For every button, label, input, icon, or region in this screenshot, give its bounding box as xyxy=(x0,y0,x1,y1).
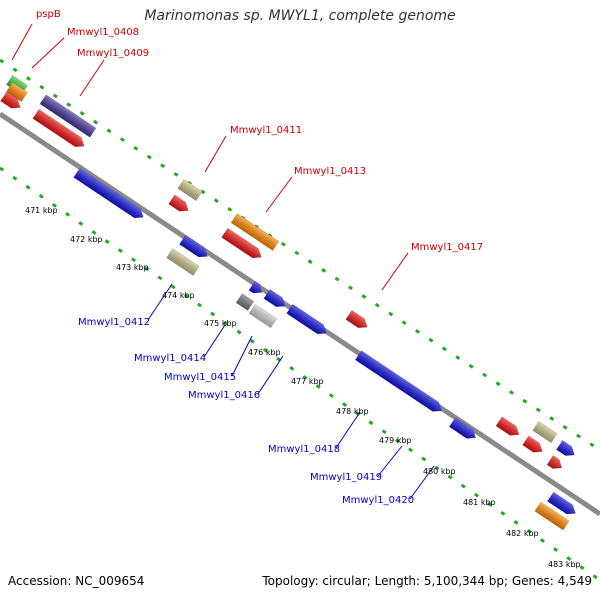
callout-line xyxy=(257,355,284,395)
gene-label[interactable]: Mmwyl1_0419 xyxy=(310,472,382,483)
gene-feature[interactable] xyxy=(532,420,558,444)
lower-dotted-track xyxy=(0,166,600,582)
callout-line xyxy=(231,335,253,377)
accession-text: Accession: NC_009654 xyxy=(8,574,145,588)
gene-feature[interactable] xyxy=(73,167,147,222)
gene-feature[interactable] xyxy=(0,91,24,112)
gene-feature[interactable] xyxy=(39,94,97,138)
gene-label[interactable]: Mmwyl1_0414 xyxy=(134,353,206,364)
gene-feature[interactable] xyxy=(345,309,370,331)
gene-label[interactable]: Mmwyl1_0409 xyxy=(77,48,149,59)
kbp-tick-label: 478 kbp xyxy=(336,407,369,416)
kbp-tick-label: 474 kbp xyxy=(162,291,195,300)
gene-feature[interactable] xyxy=(221,227,265,262)
gene-feature[interactable] xyxy=(354,350,444,416)
gene-feature[interactable] xyxy=(547,491,578,518)
gene-feature[interactable] xyxy=(235,293,255,311)
callout-line xyxy=(335,411,361,449)
gene-label[interactable]: Mmwyl1_0417 xyxy=(411,242,483,253)
kbp-tick-label: 476 kbp xyxy=(248,348,281,357)
callout-line xyxy=(79,59,105,97)
gene-label[interactable]: Mmwyl1_0412 xyxy=(78,317,150,328)
gene-feature[interactable] xyxy=(248,280,265,297)
gene-feature[interactable] xyxy=(230,213,280,251)
kbp-tick-label: 482 kbp xyxy=(506,529,539,538)
callout-line xyxy=(377,445,403,477)
gene-feature[interactable] xyxy=(448,417,478,443)
callout-line xyxy=(381,252,409,291)
kbp-tick-label: 477 kbp xyxy=(291,377,324,386)
kbp-tick-label: 475 kbp xyxy=(204,319,237,328)
gene-label[interactable]: Mmwyl1_0415 xyxy=(164,372,236,383)
gene-label[interactable]: pspB xyxy=(36,9,61,20)
upper-dotted-track xyxy=(0,58,600,452)
gene-label[interactable]: Mmwyl1_0420 xyxy=(342,495,414,506)
gene-label[interactable]: Mmwyl1_0418 xyxy=(268,444,340,455)
gene-feature[interactable] xyxy=(546,455,565,473)
callout-line xyxy=(31,37,65,69)
kbp-tick-label: 471 kbp xyxy=(25,206,58,215)
gene-feature[interactable] xyxy=(168,194,192,215)
callout-line xyxy=(204,135,227,173)
gene-feature[interactable] xyxy=(179,234,210,261)
gene-feature[interactable] xyxy=(248,303,278,329)
gene-feature[interactable] xyxy=(6,82,28,102)
gene-feature[interactable] xyxy=(166,248,200,276)
callout-line xyxy=(409,465,435,500)
gene-label[interactable]: Mmwyl1_0413 xyxy=(294,166,366,177)
callout-line xyxy=(203,324,226,358)
gene-label[interactable]: Mmwyl1_0416 xyxy=(188,390,260,401)
genome-summary-text: Topology: circular; Length: 5,100,344 bp… xyxy=(262,574,592,588)
gene-feature[interactable] xyxy=(32,108,87,150)
gene-feature[interactable] xyxy=(534,501,570,531)
kbp-tick-label: 472 kbp xyxy=(70,235,103,244)
gene-feature[interactable] xyxy=(286,303,330,338)
gene-feature[interactable] xyxy=(522,435,546,456)
map-title: Marinomonas sp. MWYL1, complete genome xyxy=(144,8,456,24)
kbp-tick-label: 480 kbp xyxy=(423,467,456,476)
kbp-tick-label: 473 kbp xyxy=(116,263,149,272)
gene-feature[interactable] xyxy=(263,288,288,310)
gene-feature[interactable] xyxy=(177,178,203,202)
gene-feature[interactable] xyxy=(556,440,577,459)
callout-line xyxy=(147,283,173,321)
kbp-tick-label: 481 kbp xyxy=(463,498,496,507)
kbp-tick-label: 483 kbp xyxy=(548,560,581,569)
callout-line xyxy=(11,23,33,61)
gene-label[interactable]: Mmwyl1_0411 xyxy=(230,125,302,136)
gene-label[interactable]: Mmwyl1_0408 xyxy=(67,27,139,38)
gene-feature[interactable] xyxy=(495,416,522,439)
callout-line xyxy=(265,176,293,213)
kbp-tick-label: 479 kbp xyxy=(379,436,412,445)
